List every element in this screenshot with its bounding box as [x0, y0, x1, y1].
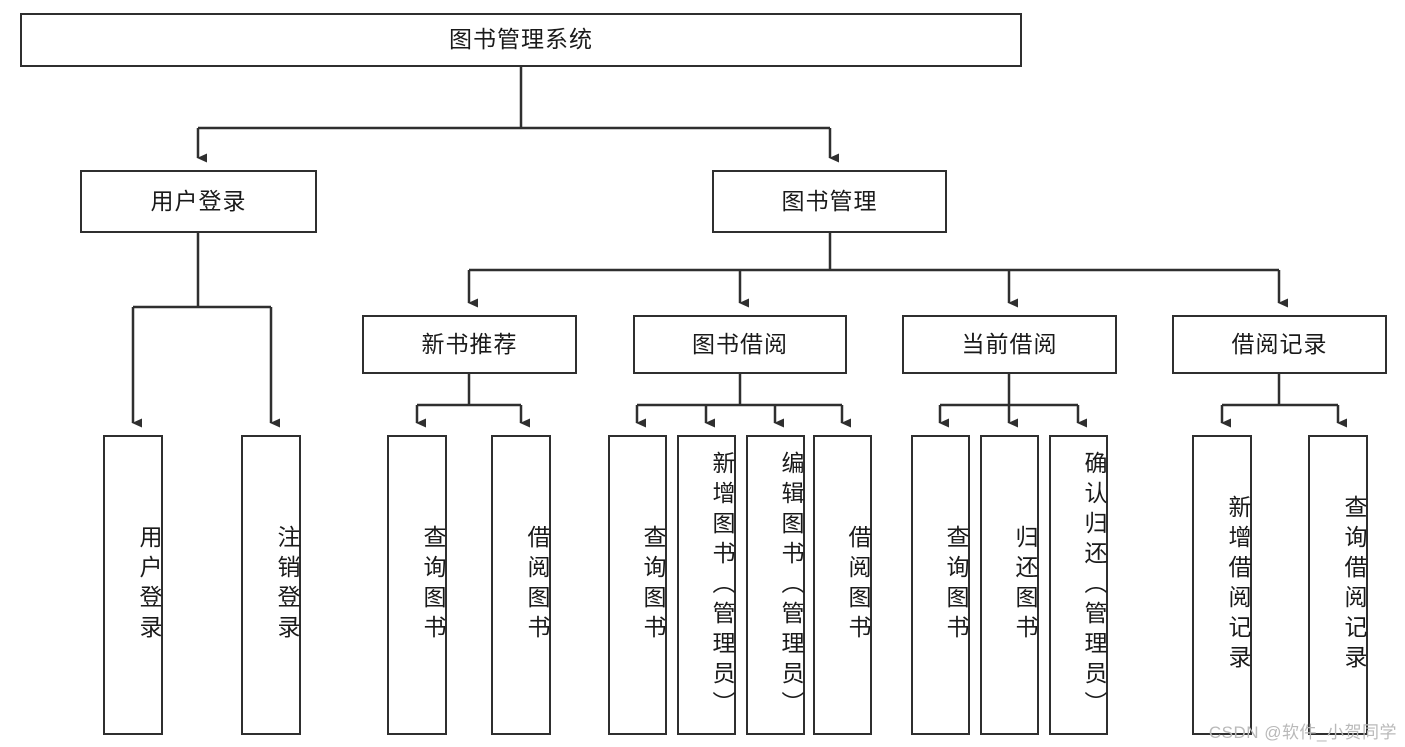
node-leaf-return-book-label: 归还图书 — [1012, 525, 1038, 645]
node-root[interactable]: 图书管理系统 — [20, 13, 1022, 67]
csdn-watermark: CSDN @软件_小贺同学 — [1208, 723, 1397, 742]
node-leaf-user-login-label: 用户登录 — [136, 525, 162, 645]
node-new-book-recommend[interactable]: 新书推荐 — [362, 315, 577, 374]
node-leaf-borrow-book-1-label: 借阅图书 — [524, 525, 550, 645]
node-leaf-query-book-3[interactable]: 查询图书 — [911, 435, 970, 735]
node-leaf-edit-book[interactable]: 编辑图书（管理员） — [746, 435, 805, 735]
node-leaf-confirm-return-label: 确认归还（管理员） — [1081, 451, 1107, 721]
node-leaf-query-book-2[interactable]: 查询图书 — [608, 435, 667, 735]
node-user-login-label: 用户登录 — [150, 187, 247, 214]
node-book-manage-label: 图书管理 — [781, 187, 878, 214]
node-leaf-query-book-1[interactable]: 查询图书 — [387, 435, 447, 735]
node-leaf-query-book-1-label: 查询图书 — [420, 525, 446, 645]
node-leaf-borrow-book-2-label: 借阅图书 — [845, 525, 871, 645]
node-book-borrow[interactable]: 图书借阅 — [633, 315, 847, 374]
node-leaf-confirm-return[interactable]: 确认归还（管理员） — [1049, 435, 1108, 735]
node-leaf-borrow-book-1[interactable]: 借阅图书 — [491, 435, 551, 735]
node-leaf-query-book-3-label: 查询图书 — [943, 525, 969, 645]
node-book-borrow-label: 图书借阅 — [692, 330, 788, 357]
node-leaf-edit-book-label: 编辑图书（管理员） — [778, 451, 804, 721]
node-leaf-logout[interactable]: 注销登录 — [241, 435, 301, 735]
node-leaf-add-book-label: 新增图书（管理员） — [709, 451, 735, 721]
node-leaf-add-record-label: 新增借阅记录 — [1225, 495, 1251, 675]
node-borrow-record-label: 借阅记录 — [1231, 330, 1328, 357]
node-leaf-add-record[interactable]: 新增借阅记录 — [1192, 435, 1252, 735]
node-current-borrow-label: 当前借阅 — [961, 330, 1058, 357]
node-book-manage[interactable]: 图书管理 — [712, 170, 947, 233]
node-leaf-borrow-book-2[interactable]: 借阅图书 — [813, 435, 872, 735]
node-root-label: 图书管理系统 — [449, 26, 593, 53]
node-leaf-add-book[interactable]: 新增图书（管理员） — [677, 435, 736, 735]
node-leaf-user-login[interactable]: 用户登录 — [103, 435, 163, 735]
node-borrow-record[interactable]: 借阅记录 — [1172, 315, 1387, 374]
node-leaf-query-book-2-label: 查询图书 — [640, 525, 666, 645]
node-new-book-recommend-label: 新书推荐 — [421, 330, 518, 357]
node-leaf-query-record-label: 查询借阅记录 — [1341, 495, 1367, 675]
node-leaf-query-record[interactable]: 查询借阅记录 — [1308, 435, 1368, 735]
node-leaf-return-book[interactable]: 归还图书 — [980, 435, 1039, 735]
node-leaf-logout-label: 注销登录 — [274, 525, 300, 645]
node-current-borrow[interactable]: 当前借阅 — [902, 315, 1117, 374]
node-user-login[interactable]: 用户登录 — [80, 170, 317, 233]
